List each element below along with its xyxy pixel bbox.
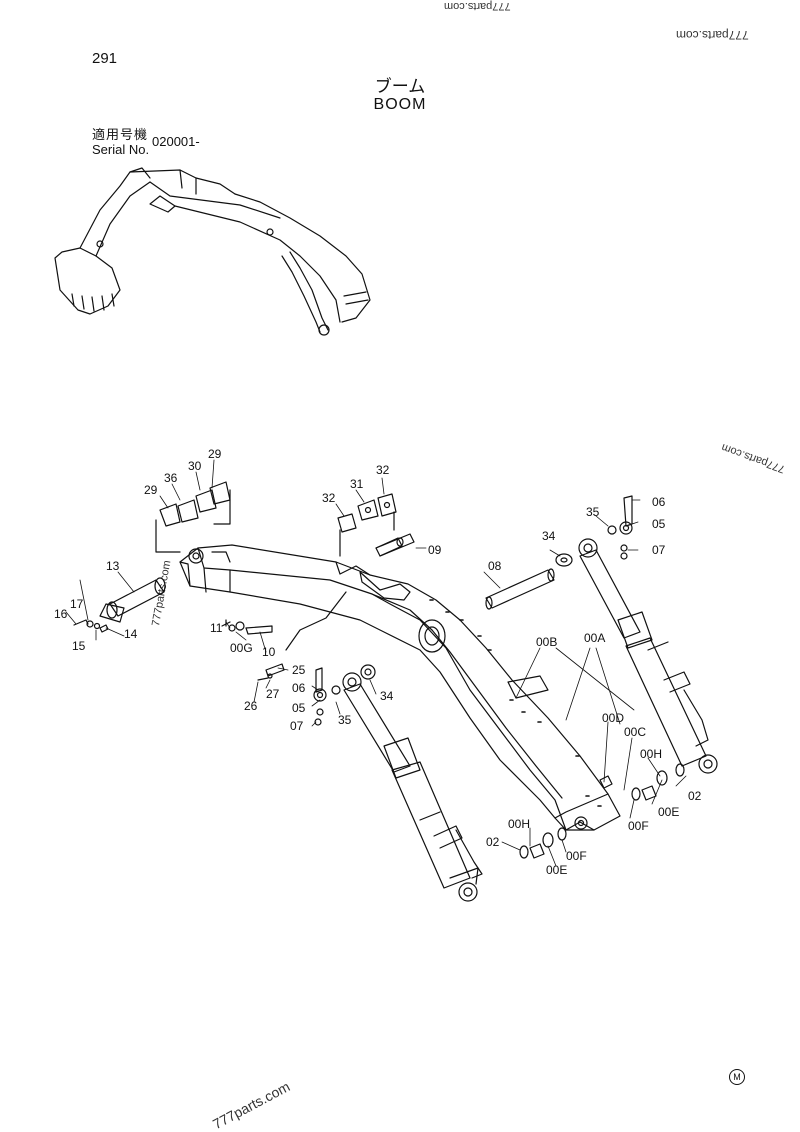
callout-label: 31 xyxy=(350,477,364,491)
callout-label: 35 xyxy=(586,505,600,519)
callout-label: 30 xyxy=(188,459,202,473)
callout-label: 27 xyxy=(266,687,280,701)
callout-labels: 29 36 30 29 32 31 32 09 13 17 16 15 14 1… xyxy=(54,447,702,877)
serial-label-japanese: 適用号機 xyxy=(92,128,149,143)
callout-label: 06 xyxy=(292,681,306,695)
page-title-japanese: ブーム xyxy=(374,77,426,97)
callout-label: 13 xyxy=(106,559,120,573)
callout-label: 25 xyxy=(292,663,306,677)
callout-label: 05 xyxy=(292,701,306,715)
callout-label: 16 xyxy=(54,607,68,621)
boom-body xyxy=(179,544,621,831)
callout-label: 26 xyxy=(244,699,258,713)
foot-pin-assembly xyxy=(73,577,347,681)
page-number: 291 xyxy=(92,50,118,67)
overview-front-attachment xyxy=(54,167,371,336)
callout-label: 29 xyxy=(144,483,158,497)
pin-parts xyxy=(375,533,555,610)
callout-label: 00D xyxy=(602,711,624,725)
callout-label: 32 xyxy=(376,463,390,477)
callout-label: 08 xyxy=(488,559,502,573)
serial-value: 020001- xyxy=(152,134,200,149)
callout-label: 00A xyxy=(584,631,605,645)
callout-label: 06 xyxy=(652,495,666,509)
callout-label: 00E xyxy=(546,863,567,877)
callout-label: 35 xyxy=(338,713,352,727)
callout-label: 34 xyxy=(542,529,556,543)
callout-label: 00C xyxy=(624,725,646,739)
maker-mark: M xyxy=(729,1069,745,1085)
callout-label: 00F xyxy=(566,849,587,863)
callout-label: 36 xyxy=(164,471,178,485)
callout-label: 02 xyxy=(486,835,500,849)
callout-label: 00H xyxy=(640,747,662,761)
leader-lines xyxy=(65,459,687,867)
callout-label: 34 xyxy=(380,689,394,703)
callout-label: 00B xyxy=(536,635,557,649)
callout-label: 11 xyxy=(210,621,223,635)
callout-label: 15 xyxy=(72,639,86,653)
callout-label: 09 xyxy=(428,543,442,557)
page-title: BOOM xyxy=(373,96,427,113)
top-pin-assembly xyxy=(155,481,404,557)
callout-label: 00G xyxy=(230,641,253,655)
callout-label: 00H xyxy=(508,817,530,831)
serial-label: Serial No. xyxy=(92,142,150,157)
callout-label: 17 xyxy=(70,597,84,611)
callout-label: 14 xyxy=(124,627,138,641)
callout-label: 10 xyxy=(262,645,276,659)
callout-label: 32 xyxy=(322,491,336,505)
callout-label: 07 xyxy=(652,543,666,557)
callout-label: 00E xyxy=(658,805,679,819)
callout-label: 02 xyxy=(688,789,702,803)
boom-cylinder-right xyxy=(555,495,718,774)
callout-label: 07 xyxy=(290,719,304,733)
callout-label: 29 xyxy=(208,447,222,461)
boom-cylinder-left xyxy=(313,664,483,902)
callout-label: 00F xyxy=(628,819,649,833)
callout-label: 05 xyxy=(652,517,666,531)
